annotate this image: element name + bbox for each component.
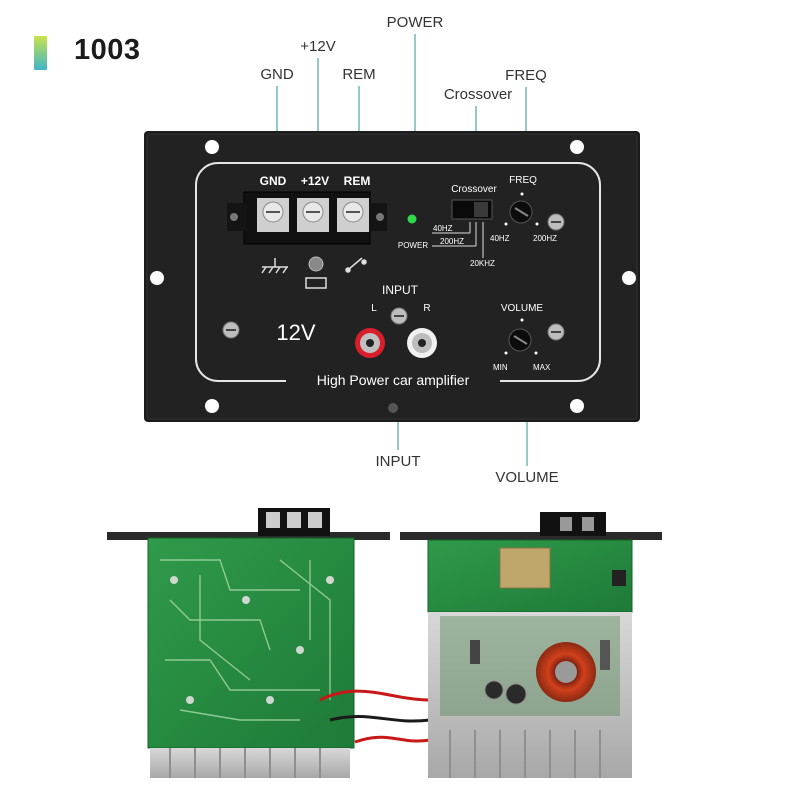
- freq-max-marker: [535, 222, 539, 226]
- callout-gnd: GND: [260, 66, 294, 83]
- volume-marker: [520, 318, 524, 322]
- callout-freq: FREQ: [505, 67, 547, 84]
- terminal-label-12v: +12V: [301, 174, 329, 188]
- input-label: INPUT: [382, 283, 419, 297]
- callout-input: INPUT: [375, 453, 421, 470]
- volume-max-marker: [534, 351, 538, 355]
- product-name: High Power car amplifier: [317, 372, 470, 388]
- rca-jack-right: [407, 328, 437, 358]
- voltage-label: 12V: [276, 320, 315, 345]
- pcb-back-photo: [107, 508, 390, 778]
- terminal-screw-12v: [297, 198, 329, 232]
- crossover-200hz: 200HZ: [440, 237, 464, 246]
- panel-screws: [222, 213, 565, 341]
- rca-jack-left: [355, 328, 385, 358]
- power-cables: [319, 689, 431, 744]
- volume-label: VOLUME: [501, 303, 544, 314]
- amp-internal-photo: [400, 512, 662, 778]
- accent-bar: [34, 36, 47, 70]
- volume-min-label: MIN: [493, 363, 508, 372]
- terminal-label-rem: REM: [344, 174, 371, 188]
- callout-crossover: Crossover: [443, 86, 513, 103]
- crossover-markings: [432, 222, 484, 258]
- terminal-block: [227, 191, 387, 245]
- terminal-screw-rem: [337, 198, 369, 232]
- power-led: [407, 214, 417, 224]
- callout-rem: REM: [342, 66, 376, 83]
- battery-icon: [305, 256, 327, 289]
- crossover-20khz: 20KHZ: [470, 259, 495, 268]
- input-r-label: R: [423, 303, 430, 314]
- freq-40hz: 40HZ: [490, 234, 510, 243]
- volume-min-marker: [504, 351, 508, 355]
- callout-power: POWER: [386, 14, 444, 31]
- freq-min-marker: [504, 222, 508, 226]
- terminal-screw-gnd: [257, 198, 289, 232]
- product-name-gap: [286, 370, 500, 388]
- callout-12v: +12V: [300, 38, 336, 55]
- volume-knob: [508, 328, 532, 352]
- crossover-label: Crossover: [451, 184, 497, 195]
- input-l-label: L: [371, 303, 377, 314]
- crossover-switch: [451, 199, 493, 220]
- power-led-label: POWER: [398, 241, 428, 250]
- bottom-screw: [388, 403, 398, 413]
- freq-200hz: 200HZ: [533, 234, 557, 243]
- callout-volume: VOLUME: [495, 469, 559, 486]
- switch-icon: [345, 257, 367, 273]
- ground-icon: [261, 258, 288, 274]
- terminal-label-gnd: GND: [260, 174, 287, 188]
- freq-knob: [509, 200, 533, 224]
- crossover-40hz: 40HZ: [433, 224, 453, 233]
- volume-max-label: MAX: [533, 363, 551, 372]
- freq-label: FREQ: [509, 175, 537, 186]
- model-number: 1003: [74, 34, 141, 66]
- freq-marker: [520, 192, 524, 196]
